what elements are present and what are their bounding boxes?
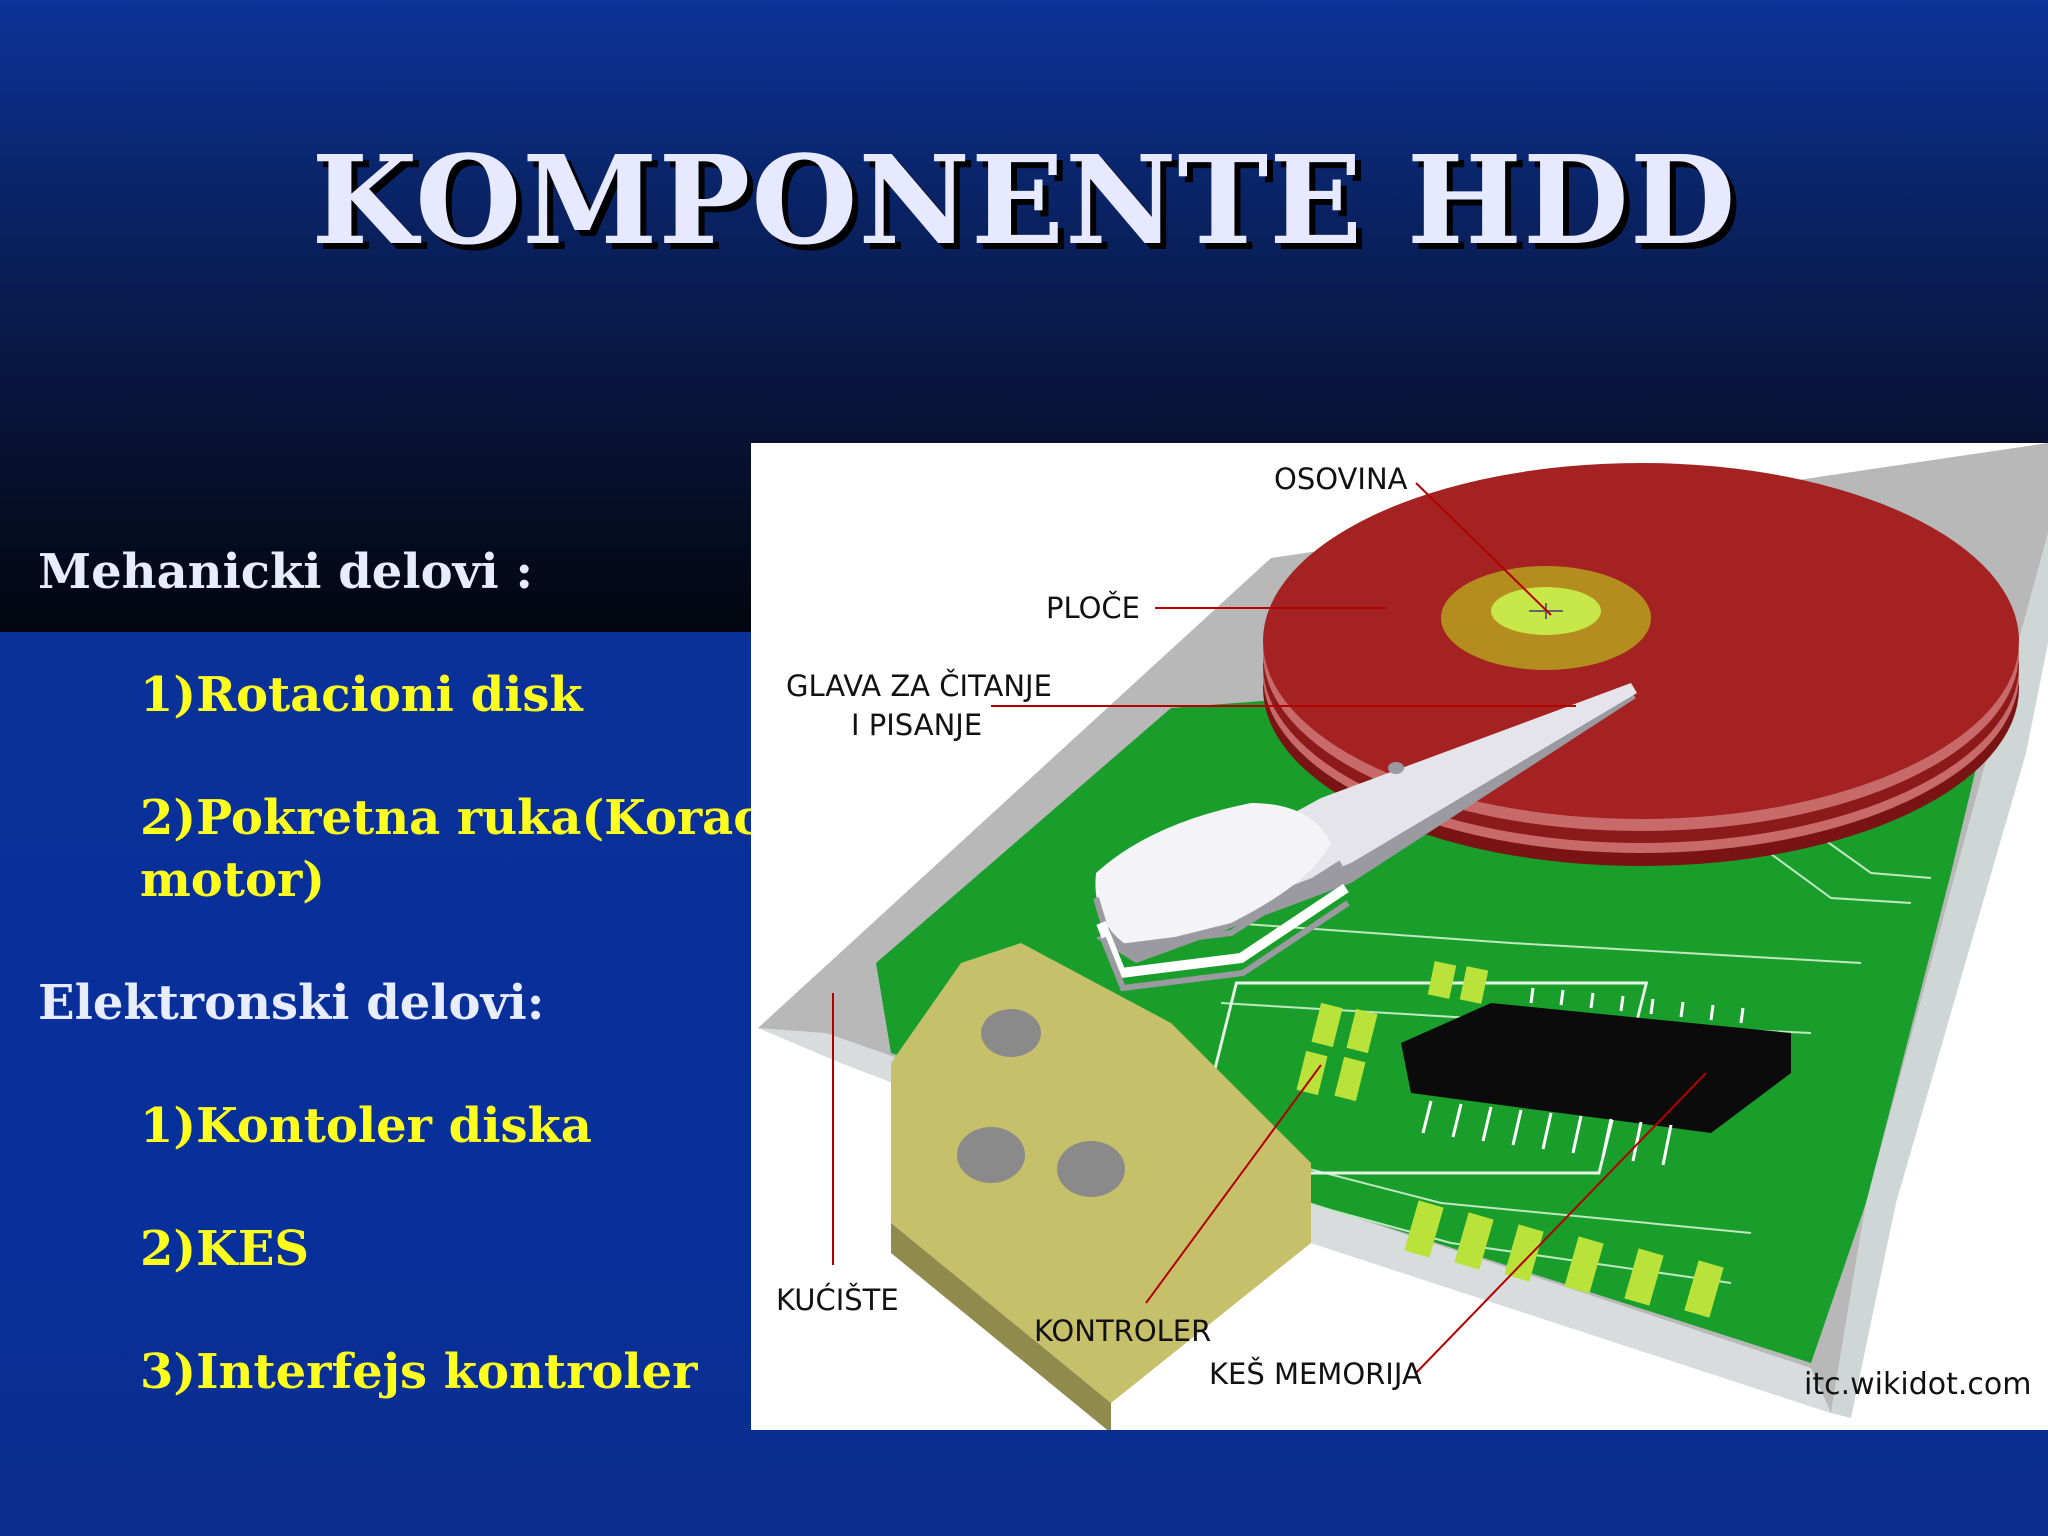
section-heading-mechanical: Mehanicki delovi : — [38, 544, 534, 600]
bullet-list: Mehanicki delovi : 1)Rotacioni disk 2)Po… — [0, 0, 760, 1536]
cache-memory-chip — [1401, 1003, 1791, 1133]
section-heading-electronic: Elektronski delovi: — [38, 975, 545, 1031]
slide-title: KOMPONENTE HDD — [311, 128, 1737, 272]
actuator-arm-layer — [1100, 900, 1350, 992]
bullet-item: 2)KES — [140, 1221, 310, 1277]
label-kuciste: KUĆIŠTE — [776, 1283, 899, 1317]
label-glava-line1: GLAVA ZA ČITANJE — [786, 669, 1052, 703]
bullet-item: motor) — [140, 852, 325, 908]
actuator-screw — [957, 1127, 1025, 1183]
actuator-base-edge — [891, 1223, 1111, 1430]
label-osovina: OSOVINA — [1274, 462, 1408, 496]
actuator-screw — [981, 1009, 1041, 1057]
hdd-diagram: OSOVINA PLOČE GLAVA ZA ČITANJE I PISANJE… — [751, 443, 2048, 1430]
hdd-illustration: OSOVINA PLOČE GLAVA ZA ČITANJE I PISANJE… — [758, 443, 2048, 1430]
label-kes-memorija: KEŠ MEMORIJA — [1209, 1357, 1422, 1391]
platter-1 — [1263, 463, 2019, 819]
bullet-item: 1)Kontoler diska — [140, 1098, 592, 1154]
actuator-arm-layer — [1096, 883, 1349, 979]
chip-pins — [1421, 987, 1745, 1166]
case-right-side — [1831, 533, 2048, 1418]
label-glava-line2: I PISANJE — [851, 708, 982, 742]
label-ploce: PLOČE — [1046, 591, 1140, 625]
image-source: itc.wikidot.com — [1804, 1367, 2031, 1402]
actuator-screw — [1057, 1141, 1125, 1197]
actuator-arm-body — [1095, 803, 1331, 948]
leader-lines — [832, 482, 1707, 1374]
label-kontroler: KONTROLER — [1034, 1314, 1211, 1348]
board-components — [1296, 961, 1724, 1318]
bullet-item: 2)Pokretna ruka(Koracni — [140, 790, 760, 846]
bullet-item: 1)Rotacioni disk — [140, 667, 583, 723]
bullet-item: 3)Interfejs kontroler — [140, 1344, 698, 1400]
arm-pivot — [1388, 762, 1404, 774]
